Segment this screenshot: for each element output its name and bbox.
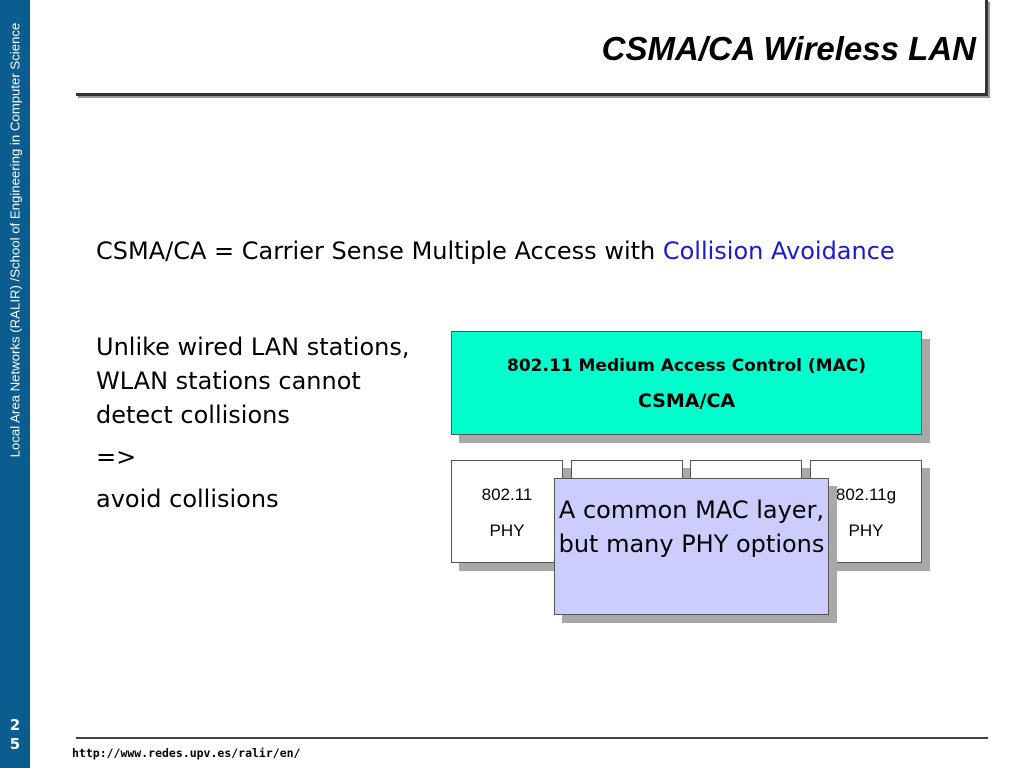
callout-text: A common MAC layer, but many PHY options	[558, 496, 825, 558]
sidebar: Local Area Networks (RALIR) /School of E…	[0, 0, 30, 768]
mac-layer-box: 802.11 Medium Access Control (MAC) CSMA/…	[451, 331, 922, 435]
callout-box: A common MAC layer, but many PHY options	[554, 478, 829, 615]
phy-box-1: 802.11 PHY	[451, 460, 563, 563]
body-line-1: Unlike wired LAN stations, WLAN stations…	[96, 333, 410, 429]
page-number: 2 5	[0, 716, 30, 754]
definition-text: CSMA/CA = Carrier Sense Multiple Access …	[96, 237, 663, 265]
footer-url: http://www.redes.upv.es/ralir/en/	[72, 746, 301, 760]
body-text: Unlike wired LAN stations, WLAN stations…	[96, 330, 426, 524]
acronym-definition: CSMA/CA = Carrier Sense Multiple Access …	[96, 234, 926, 268]
definition-highlight: Collision Avoidance	[662, 237, 895, 265]
phy-label: PHY	[848, 521, 884, 540]
mac-layer-protocol: CSMA/CA	[637, 390, 736, 412]
body-line-3: avoid collisions	[96, 485, 279, 513]
title-divider	[76, 93, 988, 96]
phy-label: PHY	[489, 521, 525, 540]
page-number-digit-top: 2	[9, 716, 21, 734]
footer-divider	[76, 737, 988, 739]
title-vertical-divider	[985, 0, 988, 96]
body-line-2: =>	[96, 443, 137, 471]
page-number-digit-bottom: 5	[9, 735, 21, 753]
phy-name: 802.11g	[835, 485, 897, 504]
sidebar-caption: Local Area Networks (RALIR) /School of E…	[7, 22, 23, 458]
mac-layer-title: 802.11 Medium Access Control (MAC)	[507, 356, 866, 376]
slide-title: CSMA/CA Wireless LAN	[601, 30, 976, 67]
phy-name: 802.11	[481, 485, 533, 504]
